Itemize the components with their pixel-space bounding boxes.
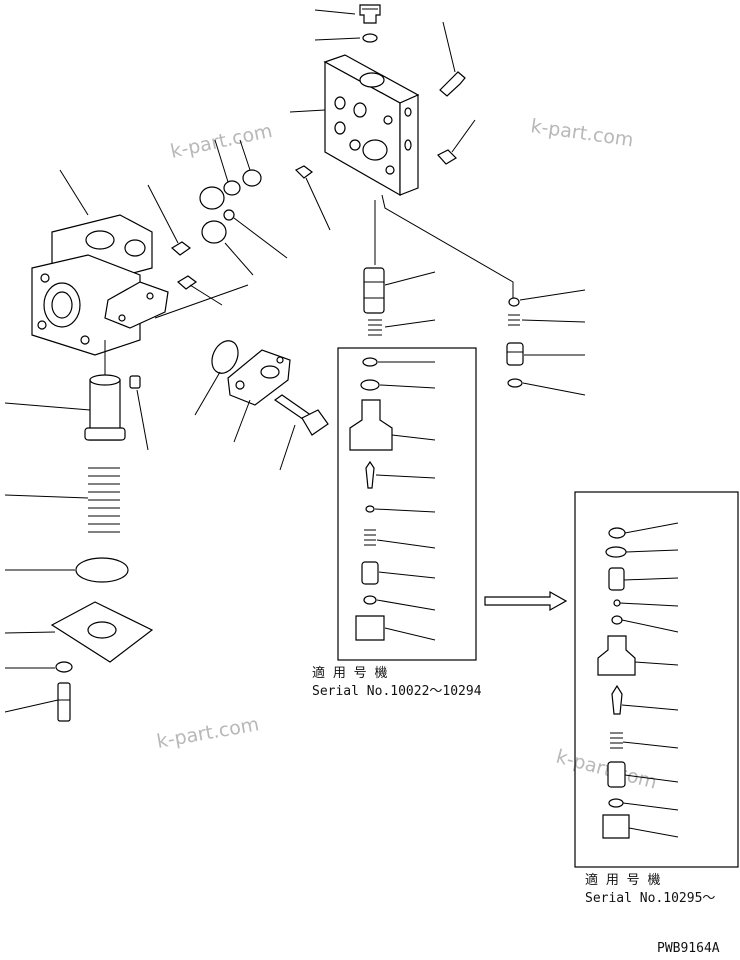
leader-plug-right [451, 119, 476, 153]
bolt-cover-2 [176, 275, 198, 290]
spool-sleeve [363, 267, 385, 314]
plug-small-pump [129, 375, 141, 389]
o-ring-flange [211, 340, 239, 374]
leader-spring-small-top [384, 319, 436, 328]
plug-right-small [506, 342, 524, 366]
leader-plug-top [314, 9, 356, 15]
bolt-flange [273, 394, 329, 436]
serial-box-2-parts [597, 527, 636, 839]
leader-bolt-cover-2 [189, 284, 223, 306]
leader-flange [233, 399, 251, 443]
leader-o-ring-top [314, 37, 361, 41]
o-ring-right [507, 378, 523, 388]
leader-o-ring-d [224, 242, 254, 276]
washer [55, 661, 73, 673]
leader-bolt-flange [279, 424, 296, 471]
serial-box-1-leaders [374, 361, 436, 641]
spool-large [84, 374, 126, 441]
leader-o-ring-flange [194, 371, 221, 416]
o-ring-large [75, 557, 129, 583]
spring-large [88, 467, 120, 533]
bolt-top-right [439, 71, 466, 97]
serial-box-1-frame [337, 347, 477, 661]
leader-o-ring-a [214, 139, 229, 183]
cap-screw [57, 682, 71, 722]
serial-box-1-serial-text: Serial No.10022～10294 [312, 684, 482, 699]
leader-spring-right [521, 319, 586, 323]
leader-bolt-cover-1 [147, 184, 179, 244]
leader-branch-right [381, 194, 514, 298]
watermark-2: k-part.com [529, 115, 635, 151]
serial-box-1-applicable-label: 適 用 号 機 [312, 665, 387, 681]
leader-ball-right [519, 289, 586, 301]
pump-cover-body [31, 214, 169, 356]
leader-valve-block [289, 109, 326, 113]
replacement-arrow-icon [484, 590, 568, 612]
ball-right [508, 297, 520, 307]
serial-box-2-applicable-label: 適 用 号 機 [585, 872, 660, 888]
bolt-cover-1 [170, 241, 192, 256]
spring-right [508, 314, 520, 326]
serial-box-2-leaders [619, 522, 679, 838]
figure-code: PWB9164A [657, 941, 720, 956]
leader-spool-sleeve [384, 271, 436, 286]
valve-block [323, 54, 420, 197]
leader-spring-large [4, 494, 89, 499]
o-ring-top [362, 33, 378, 43]
leader-cap-screw [4, 699, 59, 713]
leader-end-cover [4, 631, 56, 634]
serial-box-2-serial-text: Serial No.10295～ [585, 891, 715, 906]
watermark-3: k-part.com [155, 713, 261, 753]
leader-plug-left [305, 177, 331, 231]
leader-o-ring-c [233, 217, 288, 259]
leader-o-ring-b [239, 139, 251, 171]
serial-box-2-frame [574, 491, 739, 868]
leader-plug-small-pump [136, 389, 149, 451]
plug-top [359, 4, 381, 24]
watermark-4: k-part.com [554, 746, 660, 794]
leader-pump-cover [59, 169, 89, 216]
serial-box-1-parts [349, 357, 393, 641]
watermark-1: k-part.com [168, 120, 274, 163]
leader-cover-flange [154, 284, 249, 319]
plug-right [437, 149, 457, 165]
leader-o-ring-right [522, 382, 586, 396]
leader-bolt-top-right [442, 21, 456, 73]
flange [227, 349, 291, 406]
o-rings-cluster [199, 169, 262, 244]
leader-spool-large [4, 402, 91, 411]
plug-left [294, 165, 313, 179]
end-cover [50, 601, 154, 663]
spring-small-top [368, 319, 382, 336]
